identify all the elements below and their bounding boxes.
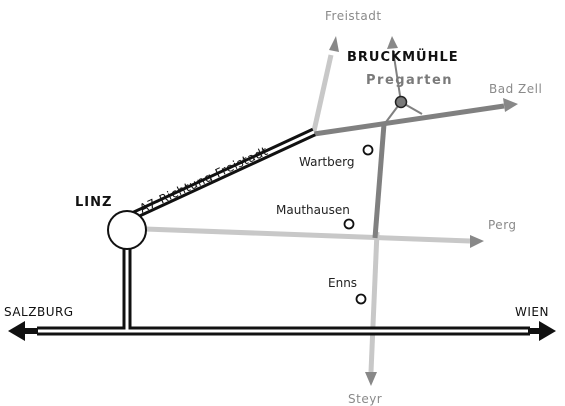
label-a7-road: A7-Richtung Freistadt [137, 144, 270, 216]
main-roads [313, 103, 505, 239]
label-bruckmuehle: BRUCKMÜHLE [347, 49, 459, 65]
road-linz-perg [144, 226, 471, 244]
arrow-steyr [365, 372, 377, 386]
arrow-wien-stem [528, 328, 540, 334]
direction-arrows [329, 36, 518, 386]
label-mauthausen: Mauthausen [276, 203, 350, 217]
label-pregarten: Pregarten [366, 73, 453, 88]
road-to-steyr [368, 231, 380, 373]
label-linz: LINZ [75, 195, 112, 210]
road-south-to-mauthausen [372, 123, 387, 239]
light-roads [144, 54, 471, 373]
label-salzburg: SALZBURG [4, 305, 74, 319]
arrow-wien [539, 321, 556, 341]
label-wien: WIEN [515, 305, 549, 319]
arrow-salzburg [8, 321, 25, 341]
label-enns: Enns [328, 276, 357, 290]
label-perg: Perg [488, 218, 517, 232]
pregarten-marker [394, 95, 408, 109]
label-freistadt: Freistadt [325, 9, 382, 23]
town-markers [343, 144, 374, 305]
mauthausen-marker [343, 218, 355, 230]
road-pregarten-freistadt [392, 49, 402, 103]
arrow-perg [470, 235, 484, 248]
wartberg-marker [362, 144, 374, 156]
arrow-bad-zell [503, 98, 518, 112]
arrow-freistadt-right [387, 36, 398, 49]
label-bad-zell: Bad Zell [489, 82, 542, 96]
enns-marker [355, 293, 367, 305]
a7-inner [127, 130, 315, 220]
motorways [8, 127, 556, 341]
arrow-salzburg-stem [24, 328, 38, 334]
label-steyr: Steyr [348, 392, 382, 406]
road-to-bad-zell [313, 103, 505, 137]
road-to-freistadt-left [311, 54, 334, 132]
linz-circle [107, 210, 147, 250]
label-wartberg: Wartberg [299, 155, 354, 169]
arrow-freistadt-left [329, 36, 339, 52]
